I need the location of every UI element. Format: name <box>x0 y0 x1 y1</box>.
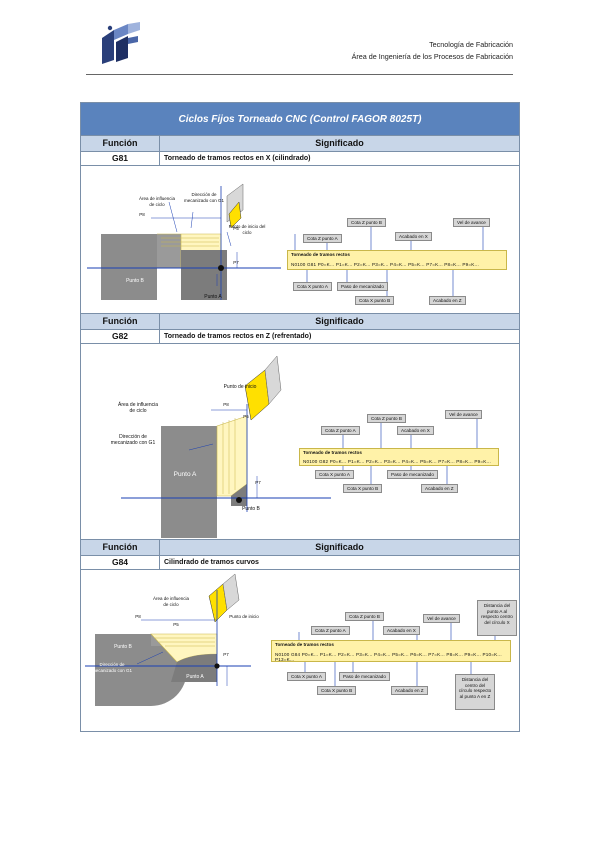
diagram-g84 <box>85 573 496 706</box>
box-step: Paso de mecanizado <box>339 672 390 681</box>
box-finish-z: Acabado en Z <box>421 484 458 493</box>
box-x-a: Cota X punto A <box>287 672 326 681</box>
table-header-row: Función Significado <box>81 539 519 555</box>
box-x-b: Cota X punto B <box>343 484 383 493</box>
col-funcion: Función <box>81 314 160 329</box>
box-z-b: Cota Z punto B <box>367 414 406 423</box>
col-funcion: Función <box>81 540 160 555</box>
label-start-point: Punto de inicio <box>223 384 257 390</box>
col-significado: Significado <box>315 316 364 326</box>
label-p8: P8 <box>135 614 141 619</box>
label-point-a: Punto A <box>173 471 197 478</box>
box-feed: Vel de avance <box>445 410 482 419</box>
header-divider <box>86 74 513 75</box>
figure-g81: Área de influencia de ciclo Dirección de… <box>81 166 519 313</box>
box-step: Paso de mecanizado <box>387 470 438 479</box>
label-point-b: Punto B <box>114 644 132 650</box>
header-line-1: Tecnología de Fabricación <box>429 40 513 49</box>
label-p7: P7 <box>223 652 229 657</box>
label-direction: Dirección de mecanizado con G1 <box>91 662 133 673</box>
program-block: Torneado de tramos rectos N0100 G82 P0=K… <box>299 448 499 466</box>
box-z-a: Cota Z punto A <box>321 426 360 435</box>
function-code: G81 <box>81 152 160 165</box>
label-p5: P5 <box>243 414 249 419</box>
table-row: G84 Cilindrado de tramos curvos <box>81 555 519 570</box>
box-x-b: Cota X punto B <box>355 296 395 305</box>
function-desc: Cilindrado de tramos curvos <box>164 559 259 566</box>
box-finish-z: Acabado en Z <box>391 686 428 695</box>
label-area: Área de influencia de ciclo <box>138 196 176 207</box>
program-title: Torneado de tramos rectos <box>303 450 362 455</box>
function-code: G82 <box>81 330 160 343</box>
label-p8: P8 <box>139 212 145 217</box>
label-p7: P7 <box>255 480 261 485</box>
program-title: Torneado de tramos rectos <box>275 642 334 647</box>
note-center-z: Distancia del centro del círculo respect… <box>455 674 495 710</box>
box-z-b: Cota Z punto B <box>345 612 384 621</box>
figure-g84: Área de influencia de ciclo Punto de ini… <box>81 570 519 731</box>
box-x-a: Cota X punto A <box>293 282 332 291</box>
program-title: Torneado de tramos rectos <box>291 252 350 257</box>
label-point-b: Punto B <box>126 278 144 284</box>
label-point-b: Punto B <box>242 506 260 512</box>
box-step: Paso de mecanizado <box>337 282 388 291</box>
function-desc: Torneado de tramos rectos en Z (refrenta… <box>164 333 312 340</box>
label-direction: Dirección de mecanizado con G1 <box>110 434 156 446</box>
table-header-row: Función Significado <box>81 313 519 329</box>
label-start-point: Punto de inicio <box>229 614 259 619</box>
table-header-row: Función Significado <box>81 135 519 151</box>
logo <box>98 20 144 68</box>
label-point-a: Punto A <box>204 294 222 300</box>
label-start-point: Punto de inicio del ciclo <box>228 224 266 235</box>
box-x-a: Cota X punto A <box>315 470 354 479</box>
function-code: G84 <box>81 556 160 569</box>
box-x-b: Cota X punto B <box>317 686 357 695</box>
cycles-table: Ciclos Fijos Torneado CNC (Control FAGOR… <box>80 102 520 732</box>
box-z-b: Cota Z punto B <box>347 218 386 227</box>
table-title: Ciclos Fijos Torneado CNC (Control FAGOR… <box>81 103 519 135</box>
diagram-g81 <box>87 183 484 300</box>
program-block: Torneado de tramos rectos N0100 G84 P0=K… <box>271 640 511 662</box>
label-area: Área de influencia de ciclo <box>117 402 159 414</box>
program-line: N0100 G84 P0=K... P1=K... P2=K... P3=K..… <box>275 652 502 662</box>
label-direction: Dirección de mecanizado con G1 <box>183 192 225 203</box>
box-feed: Vel de avance <box>453 218 490 227</box>
col-significado: Significado <box>315 138 364 148</box>
box-finish-z: Acabado en Z <box>429 296 466 305</box>
program-line: N0100 G82 P0=K... P1=K... P2=K... P3=K..… <box>303 459 491 464</box>
note-center-x: Distancia del punto A al respecto centro… <box>477 600 517 636</box>
function-desc: Torneado de tramos rectos en X (cilindra… <box>164 155 311 162</box>
label-area: Área de influencia de ciclo <box>152 596 190 607</box>
label-point-a: Punto A <box>186 674 204 680</box>
label-p5: P5 <box>233 226 239 231</box>
box-z-a: Cota Z punto A <box>303 234 342 243</box>
table-row: G82 Torneado de tramos rectos en Z (refr… <box>81 329 519 344</box>
col-funcion: Función <box>81 136 160 151</box>
box-z-a: Cota Z punto A <box>311 626 350 635</box>
diagram-g82 <box>121 355 478 538</box>
figure-g82: Punto de inicio Área de influencia de ci… <box>81 344 519 539</box>
box-finish-x: Acabado en X <box>395 232 432 241</box>
label-p8: P8 <box>223 402 229 407</box>
header-line-2: Área de Ingeniería de los Procesos de Fa… <box>351 52 513 61</box>
program-line: N0100 G81 P0=K... P1=K... P2=K... P3=K..… <box>291 262 479 267</box>
label-p7: P7 <box>233 260 239 265</box>
table-row: G81 Torneado de tramos rectos en X (cili… <box>81 151 519 166</box>
box-finish-x: Acabado en X <box>383 626 420 635</box>
label-p5: P5 <box>173 622 179 627</box>
col-significado: Significado <box>315 542 364 552</box>
box-finish-x: Acabado en X <box>397 426 434 435</box>
program-block: Torneado de tramos rectos N0100 G81 P0=K… <box>287 250 507 270</box>
box-feed: Vel de avance <box>423 614 460 623</box>
